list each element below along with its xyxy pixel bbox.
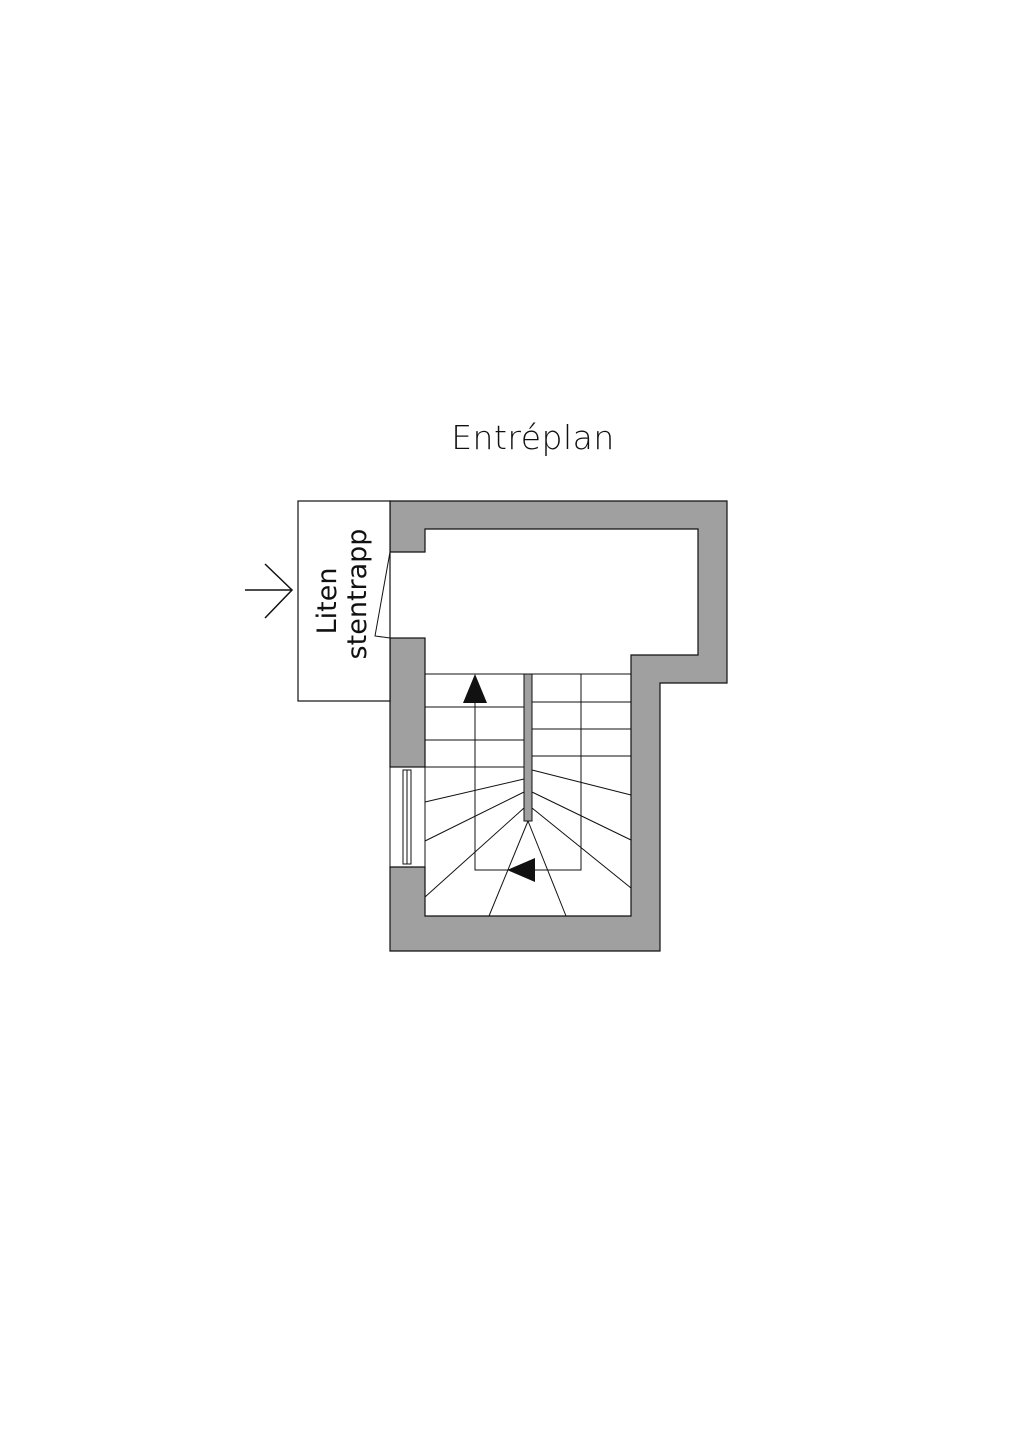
- arrow-up-icon: [463, 674, 487, 703]
- label-liten: Liten: [312, 568, 343, 635]
- wall-segment: [389, 637, 426, 768]
- entrance-door: [374, 551, 391, 639]
- staircase: [424, 673, 632, 917]
- stone-stair-box: [297, 500, 391, 702]
- outer-walls: [389, 500, 728, 952]
- window: [389, 766, 426, 868]
- arrow-left-icon: [507, 858, 535, 882]
- stair-post: [523, 673, 533, 822]
- arrow-right-icon: [245, 563, 294, 619]
- floor-title: Entréplan: [451, 418, 615, 457]
- label-stentrapp: stentrapp: [342, 529, 373, 660]
